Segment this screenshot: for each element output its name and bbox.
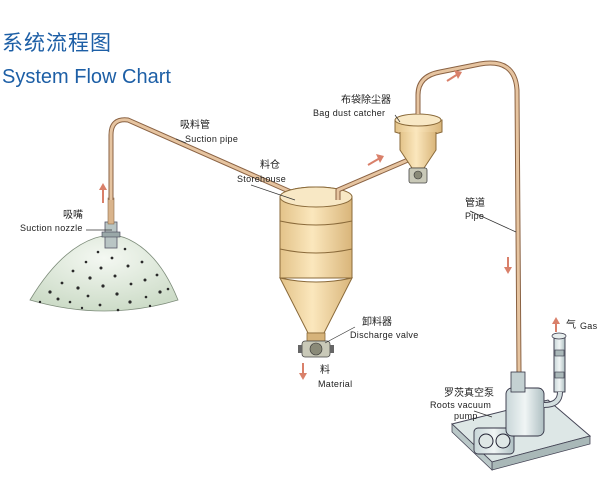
gas-label-en: Gas bbox=[580, 321, 598, 331]
suction-nozzle-label-zh: 吸嘴 bbox=[63, 210, 83, 221]
bag-dust-catcher-label-en: Bag dust catcher bbox=[313, 108, 386, 118]
suction-nozzle-label-en: Suction nozzle bbox=[20, 223, 83, 233]
roots-vacuum-pump-label-en-line2: pump bbox=[454, 411, 478, 421]
flow-arrow-material-out bbox=[299, 363, 307, 380]
page-title-english: System Flow Chart bbox=[2, 66, 171, 88]
flow-arrow-to-catcher bbox=[367, 154, 384, 166]
flow-arrow-down-pipe bbox=[504, 257, 512, 274]
pipe-label-en: Pipe bbox=[465, 211, 485, 221]
discharge-valve-label-en: Discharge valve bbox=[350, 330, 419, 340]
material-label-zh: 料 bbox=[320, 365, 330, 376]
material-pile bbox=[29, 235, 179, 312]
storehouse-label-en: Storehouse bbox=[237, 174, 287, 184]
storehouse-label-zh: 料仓 bbox=[260, 160, 280, 171]
roots-vacuum-pump-label-zh: 罗茨真空泵 bbox=[444, 388, 494, 399]
discharge-valve-label-zh: 卸料器 bbox=[362, 317, 392, 328]
storehouse bbox=[279, 186, 353, 342]
page-title-chinese: 系统流程图 bbox=[2, 31, 112, 55]
leader-lines bbox=[86, 114, 517, 418]
discharge-valve bbox=[298, 340, 334, 358]
flow-arrow-up-nozzle bbox=[99, 183, 107, 203]
material-label-en: Material bbox=[318, 379, 353, 389]
pipe-label-zh: 管道 bbox=[465, 198, 485, 209]
suction-pipe-label-zh: 吸料管 bbox=[180, 120, 210, 131]
flow-arrow-gas-out bbox=[552, 317, 560, 332]
roots-vacuum-pump-label-en-line1: Roots vacuum bbox=[430, 400, 492, 410]
bag-dust-catcher bbox=[394, 113, 443, 184]
flow-arrow-top-pipe bbox=[446, 70, 462, 82]
suction-pipe-label-en: Suction pipe bbox=[185, 134, 239, 144]
bag-dust-catcher-label-zh: 布袋除尘器 bbox=[341, 95, 391, 106]
suction-nozzle bbox=[101, 197, 121, 249]
gas-label-zh: 气 bbox=[566, 320, 576, 331]
